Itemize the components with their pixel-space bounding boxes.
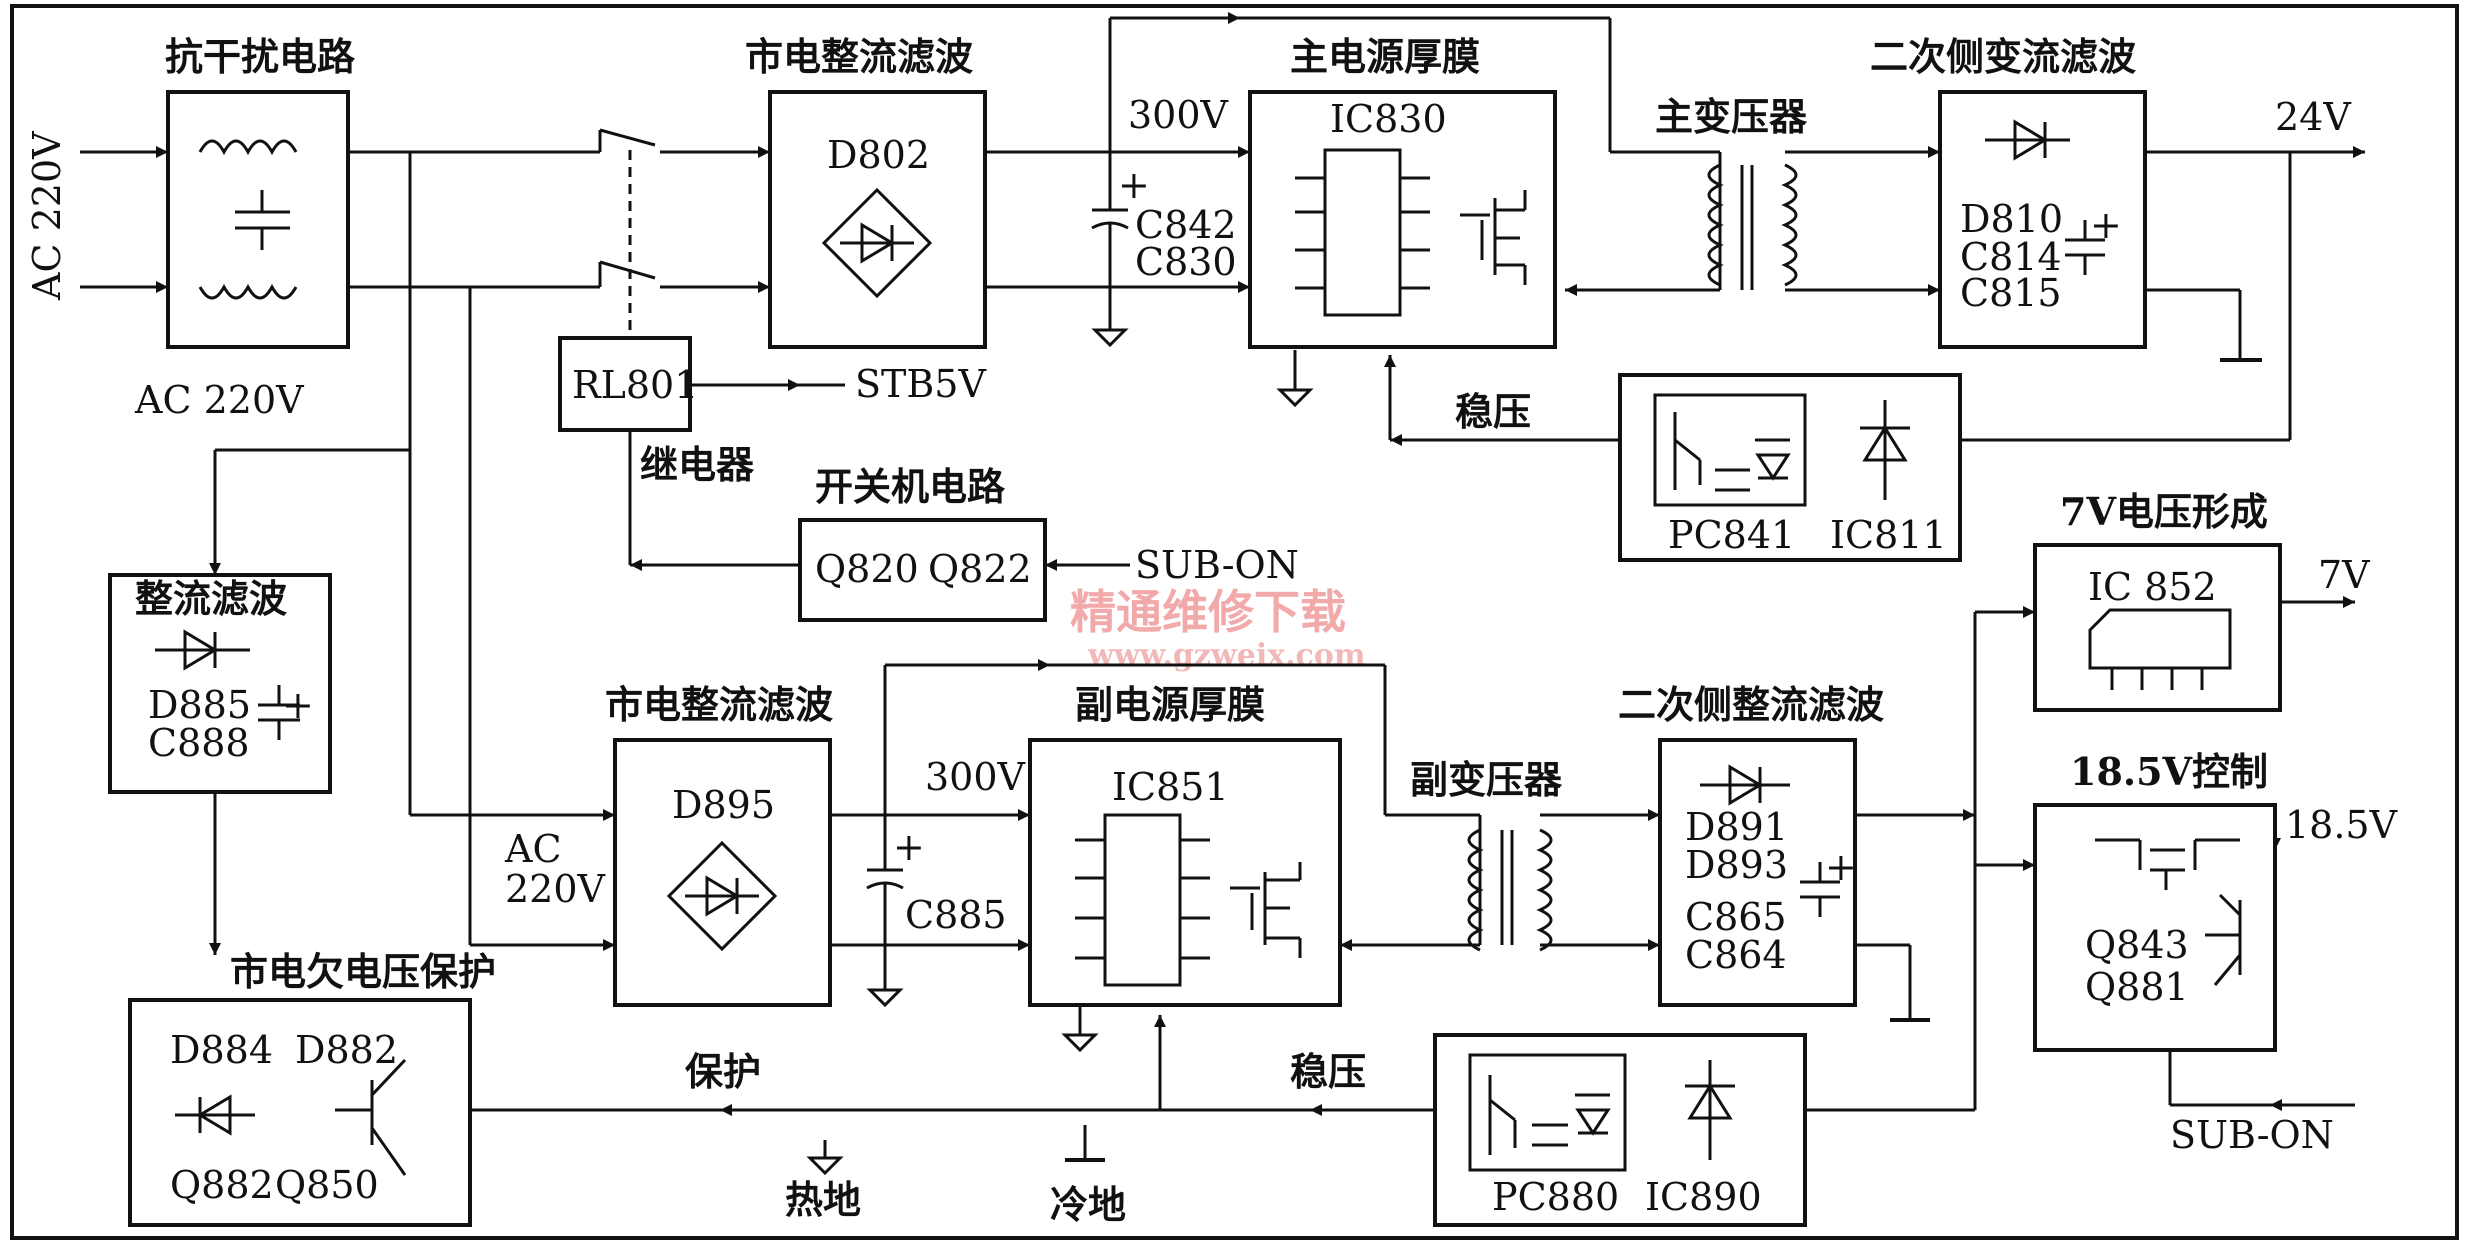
optocoupler-2-label: 稳压 xyxy=(1290,1049,1366,1094)
main-hybrid-part: IC830 xyxy=(1330,97,1447,141)
optocoupler-2-part-2: IC890 xyxy=(1645,1175,1762,1219)
relay-label: 继电器 xyxy=(640,442,755,487)
rectifier-1-block xyxy=(768,90,987,349)
secondary-2-title: 二次侧整流滤波 xyxy=(1618,682,1884,727)
power-switch-block xyxy=(798,518,1047,622)
main-transformer-label: 主变压器 xyxy=(1655,94,1808,139)
undervoltage-part-4: Q850 xyxy=(275,1163,379,1207)
secondary-2-plus: + xyxy=(1825,845,1857,889)
optocoupler-1-part-2: IC811 xyxy=(1830,513,1947,557)
rectifier-2-block xyxy=(613,738,832,1007)
undervoltage-block xyxy=(128,998,472,1227)
watermark: 精通维修下载 www.gzweix.com xyxy=(1070,585,1366,673)
aux-rectifier-block xyxy=(108,573,332,794)
optocoupler-2-part-1: PC880 xyxy=(1492,1175,1619,1219)
undervoltage-title: 市电欠电压保护 xyxy=(230,949,496,994)
aux-rectifier-title: 整流滤波 xyxy=(135,576,287,621)
aux-transformer-label: 副变压器 xyxy=(1410,757,1563,802)
v185-signal: SUB-ON xyxy=(2170,1113,2334,1157)
power-switch-part-2: Q822 xyxy=(928,547,1032,591)
ac-under-emi-label: AC 220V xyxy=(134,378,304,422)
protect-label: 保护 xyxy=(685,1049,761,1094)
main-hybrid-block xyxy=(1248,90,1557,349)
v7-part: IC 852 xyxy=(2088,565,2217,609)
rectifier-1-part: D802 xyxy=(827,133,930,177)
main-transformer-symbol xyxy=(1707,163,1798,290)
hot-ground-label: 热地 xyxy=(785,1177,861,1222)
aux-hybrid-block xyxy=(1028,738,1342,1007)
v300-main-label: 300V xyxy=(1128,93,1229,137)
secondary-2-block xyxy=(1658,738,1857,1007)
v185-output: 18.5V xyxy=(2285,803,2398,847)
secondary-1-title: 二次侧变流滤波 xyxy=(1870,34,2136,79)
power-switch-title: 开关机电路 xyxy=(815,464,1006,509)
v7-output: 7V xyxy=(2318,553,2370,597)
watermark-url: www.gzweix.com xyxy=(1087,638,1366,673)
cap-main-1-label: C842 xyxy=(1135,203,1237,247)
secondary-2-part-4: C864 xyxy=(1685,933,1787,977)
undervoltage-part-1: D884 xyxy=(170,1028,273,1072)
optocoupler-1-part-1: PC841 xyxy=(1668,513,1795,557)
relay-signal: STB5V xyxy=(855,362,986,406)
secondary-2-part-3: C865 xyxy=(1685,895,1787,939)
secondary-1-part-3: C815 xyxy=(1960,271,2062,315)
rectifier-1-title: 市电整流滤波 xyxy=(745,34,973,79)
relay-block xyxy=(558,336,692,432)
watermark-text: 精通维修下载 xyxy=(1070,585,1346,639)
optocoupler-1-block xyxy=(1618,373,1962,562)
main-hybrid-title: 主电源厚膜 xyxy=(1290,34,1480,79)
undervoltage-part-3: Q882 xyxy=(170,1163,274,1207)
aux-hybrid-part: IC851 xyxy=(1112,765,1229,809)
v185-part-2: Q881 xyxy=(2085,965,2189,1009)
aux-rectifier-part-1: D885 xyxy=(148,683,251,727)
aux-transformer-symbol xyxy=(1467,828,1553,952)
emi-title: 抗干扰电路 xyxy=(165,34,356,79)
rectifier-2-part: D895 xyxy=(672,783,775,827)
ac2-line2: 220V xyxy=(505,867,606,911)
secondary-2-part-2: D893 xyxy=(1685,843,1788,887)
ac-input-label: AC 220V xyxy=(25,131,69,301)
power-switch-signal: SUB-ON xyxy=(1135,543,1299,587)
ground-symbols xyxy=(806,328,1314,1176)
secondary-1-block xyxy=(1938,90,2147,349)
cap-main-plus: + xyxy=(1118,163,1150,207)
rectifier-2-title: 市电整流滤波 xyxy=(605,682,833,727)
secondary-2-part-1: D891 xyxy=(1685,805,1788,849)
cap-aux-plus: + xyxy=(893,825,925,869)
v7-title: 7V电压形成 xyxy=(2060,489,2268,534)
power-switch-part-1: Q820 xyxy=(815,547,919,591)
v300-aux-label: 300V xyxy=(925,755,1026,799)
optocoupler-2-block xyxy=(1433,1033,1807,1227)
v185-block xyxy=(2033,803,2277,1052)
cap-aux-label: C885 xyxy=(905,893,1007,937)
secondary-1-part-2: C814 xyxy=(1960,235,2062,279)
aux-rectifier-plus: + xyxy=(282,683,314,727)
relay-part: RL801 xyxy=(572,363,698,407)
v185-title: 18.5V控制 xyxy=(2070,749,2268,794)
wiring xyxy=(80,12,2365,1162)
diagram-frame xyxy=(10,4,2459,1240)
aux-hybrid-title: 副电源厚膜 xyxy=(1075,682,1265,727)
v7-block xyxy=(2033,543,2282,712)
out-24v-label: 24V xyxy=(2275,95,2351,139)
ac2-line1: AC xyxy=(504,827,562,871)
cap-main-2-label: C830 xyxy=(1135,240,1237,284)
cold-ground-label: 冷地 xyxy=(1050,1182,1126,1227)
aux-rectifier-part-2: C888 xyxy=(148,721,250,765)
emi-filter-block xyxy=(166,90,350,349)
undervoltage-part-2: D882 xyxy=(295,1028,398,1072)
secondary-1-part-1: D810 xyxy=(1960,197,2063,241)
v185-part-1: Q843 xyxy=(2085,923,2189,967)
optocoupler-1-label: 稳压 xyxy=(1455,389,1531,434)
secondary-1-plus: + xyxy=(2090,203,2122,247)
